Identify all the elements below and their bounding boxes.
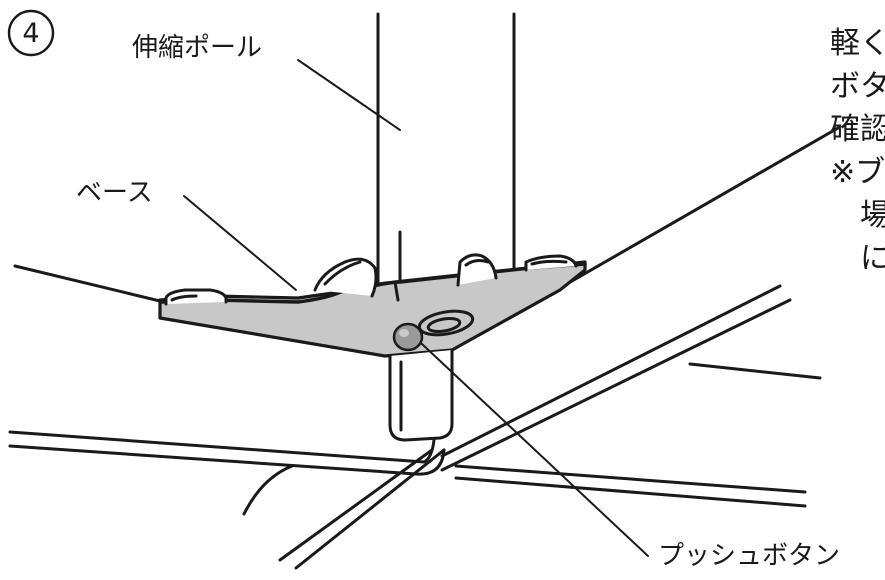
instruction-line: ボタ bbox=[830, 69, 885, 104]
frame-bar-diagonal-b bbox=[440, 298, 792, 472]
base-hole-inner bbox=[426, 316, 462, 334]
clip-center-left-rib bbox=[323, 260, 362, 286]
label-push-button: プッシュボタン bbox=[658, 541, 841, 571]
instruction-line: 軽く bbox=[830, 26, 885, 61]
clip-right bbox=[524, 254, 578, 272]
frame-bar-right-lower bbox=[454, 476, 807, 508]
clip-center-right-rib bbox=[464, 259, 490, 267]
step-number: 4 bbox=[22, 18, 39, 49]
label-base: ベース bbox=[76, 178, 153, 208]
leader-push-button bbox=[421, 343, 649, 557]
instruction-line: ※ブ bbox=[830, 155, 885, 190]
frame-bar-down-a bbox=[278, 448, 434, 562]
step-number-badge: 4 bbox=[6, 8, 56, 58]
instruction-line: 確認 bbox=[830, 112, 885, 147]
clip-right-rib bbox=[530, 259, 568, 266]
frame-bar-down-b bbox=[294, 448, 446, 570]
lower-pole bbox=[388, 348, 454, 442]
push-button-shape bbox=[392, 322, 424, 352]
clip-left-rib bbox=[170, 294, 198, 302]
frame-bar-diagonal-a bbox=[440, 284, 782, 458]
leader-base bbox=[183, 195, 297, 291]
leader-pole bbox=[297, 59, 401, 131]
step-circle-icon: 4 bbox=[7, 9, 55, 57]
label-pole: 伸縮ポール bbox=[132, 33, 263, 63]
instruction-line: に bbox=[830, 241, 885, 276]
instruction-line: 場 bbox=[830, 198, 885, 233]
frame-bar-right bbox=[454, 464, 807, 494]
instruction-text: 軽くボタ確認 ※ブ 場 に bbox=[830, 22, 885, 280]
clip-center-left bbox=[313, 257, 378, 298]
base-ridge bbox=[393, 280, 400, 302]
frame-bar-left-top bbox=[8, 430, 436, 464]
frame-line-right bbox=[688, 362, 822, 380]
frame-curve-left bbox=[242, 464, 294, 516]
push-button-highlight bbox=[399, 329, 409, 337]
